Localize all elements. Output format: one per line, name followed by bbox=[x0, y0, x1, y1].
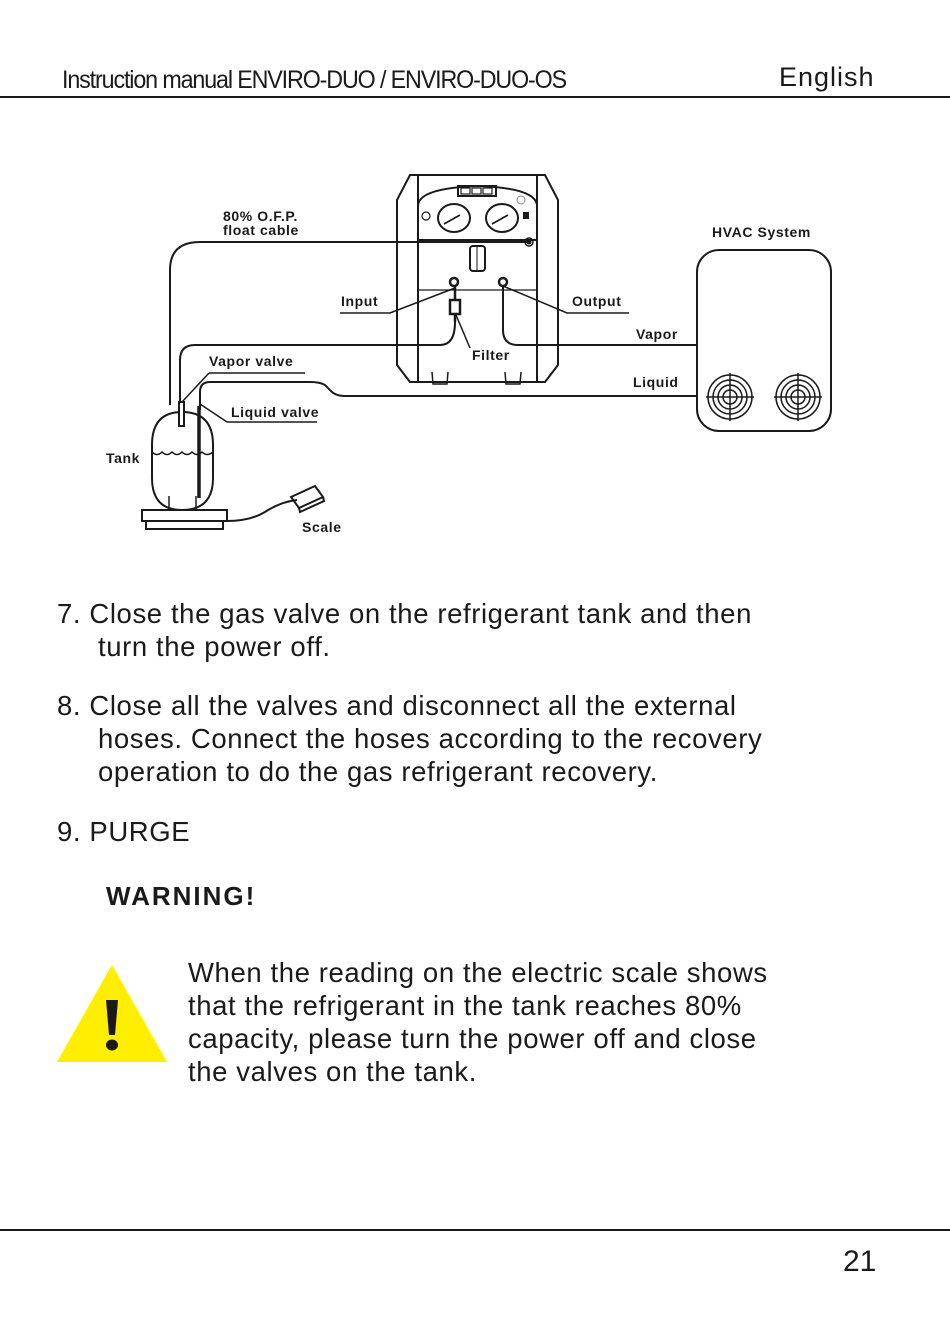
warning-line: When the reading on the electric scale s… bbox=[188, 957, 768, 988]
warning-line: capacity, please turn the power off and … bbox=[188, 1023, 757, 1054]
liquid-hose-line bbox=[199, 381, 697, 410]
step-8-line1: Close all the valves and disconnect all … bbox=[89, 690, 737, 721]
step-9-title: PURGE bbox=[89, 816, 191, 847]
recovery-connection-diagram: 80% O.F.P. float cable Input Output Filt… bbox=[106, 174, 832, 535]
label-output: Output bbox=[572, 293, 621, 309]
label-float-cable: float cable bbox=[223, 222, 299, 238]
label-liquid-valve: Liquid valve bbox=[231, 404, 319, 420]
label-hvac: HVAC System bbox=[712, 224, 811, 240]
label-liquid: Liquid bbox=[633, 374, 679, 390]
label-vapor-valve: Vapor valve bbox=[209, 353, 293, 369]
warning-triangle-icon bbox=[57, 965, 167, 1062]
hvac-system-icon bbox=[696, 249, 832, 432]
warning-line: the valves on the tank. bbox=[188, 1056, 477, 1087]
label-scale: Scale bbox=[302, 519, 342, 535]
warning-text: When the reading on the electric scale s… bbox=[188, 956, 888, 1088]
header-divider bbox=[0, 96, 950, 98]
label-filter: Filter bbox=[472, 347, 510, 363]
float-cable-line bbox=[169, 241, 529, 405]
step-8-line2: hoses. Connect the hoses according to th… bbox=[98, 723, 763, 754]
step-7-line1: Close the gas valve on the refrigerant t… bbox=[89, 598, 752, 629]
step-7: 7. Close the gas valve on the refrigeran… bbox=[57, 598, 752, 662]
label-tank: Tank bbox=[106, 450, 140, 466]
step-9: 9. PURGE bbox=[57, 816, 191, 847]
output-hose-line bbox=[502, 286, 697, 346]
label-vapor: Vapor bbox=[636, 326, 678, 342]
page-number: 21 bbox=[843, 1245, 877, 1278]
manual-title: Instruction manual ENVIRO-DUO / ENVIRO-D… bbox=[62, 66, 567, 94]
label-input: Input bbox=[341, 293, 378, 309]
step-8-line3: operation to do the gas refrigerant reco… bbox=[98, 756, 658, 787]
warning-line: that the refrigerant in the tank reaches… bbox=[188, 990, 742, 1021]
warning-heading: WARNING! bbox=[106, 881, 257, 911]
step-8: 8. Close all the valves and disconnect a… bbox=[57, 690, 763, 787]
vapor-hose-line bbox=[179, 321, 456, 403]
label-ofp: 80% O.F.P. bbox=[223, 208, 298, 224]
recovery-machine-icon bbox=[396, 174, 559, 385]
language-label: English bbox=[779, 62, 875, 92]
scale-icon bbox=[141, 484, 326, 530]
footer-divider bbox=[0, 1229, 950, 1231]
filter-icon bbox=[448, 286, 471, 349]
step-7-line2: turn the power off. bbox=[98, 631, 331, 662]
refrigerant-tank-icon bbox=[151, 401, 214, 512]
